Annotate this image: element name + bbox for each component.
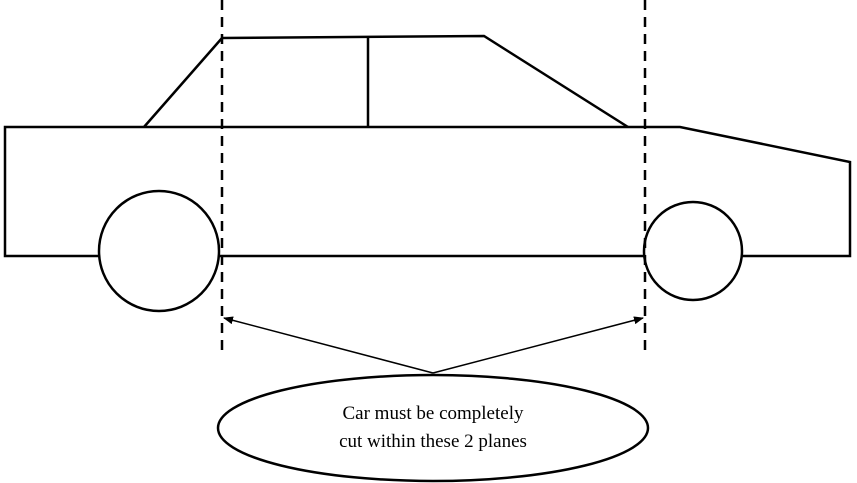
callout-line-2: cut within these 2 planes <box>339 431 527 452</box>
arrow-to-right-plane <box>432 316 644 374</box>
front-wheel <box>642 200 744 302</box>
rear-wheel <box>97 189 221 313</box>
arrow-to-left-plane <box>223 316 434 374</box>
car-body <box>3 125 852 258</box>
car-cabin <box>143 34 629 129</box>
callout-ellipse <box>216 373 650 483</box>
callout-line-1: Car must be completely <box>343 403 524 424</box>
